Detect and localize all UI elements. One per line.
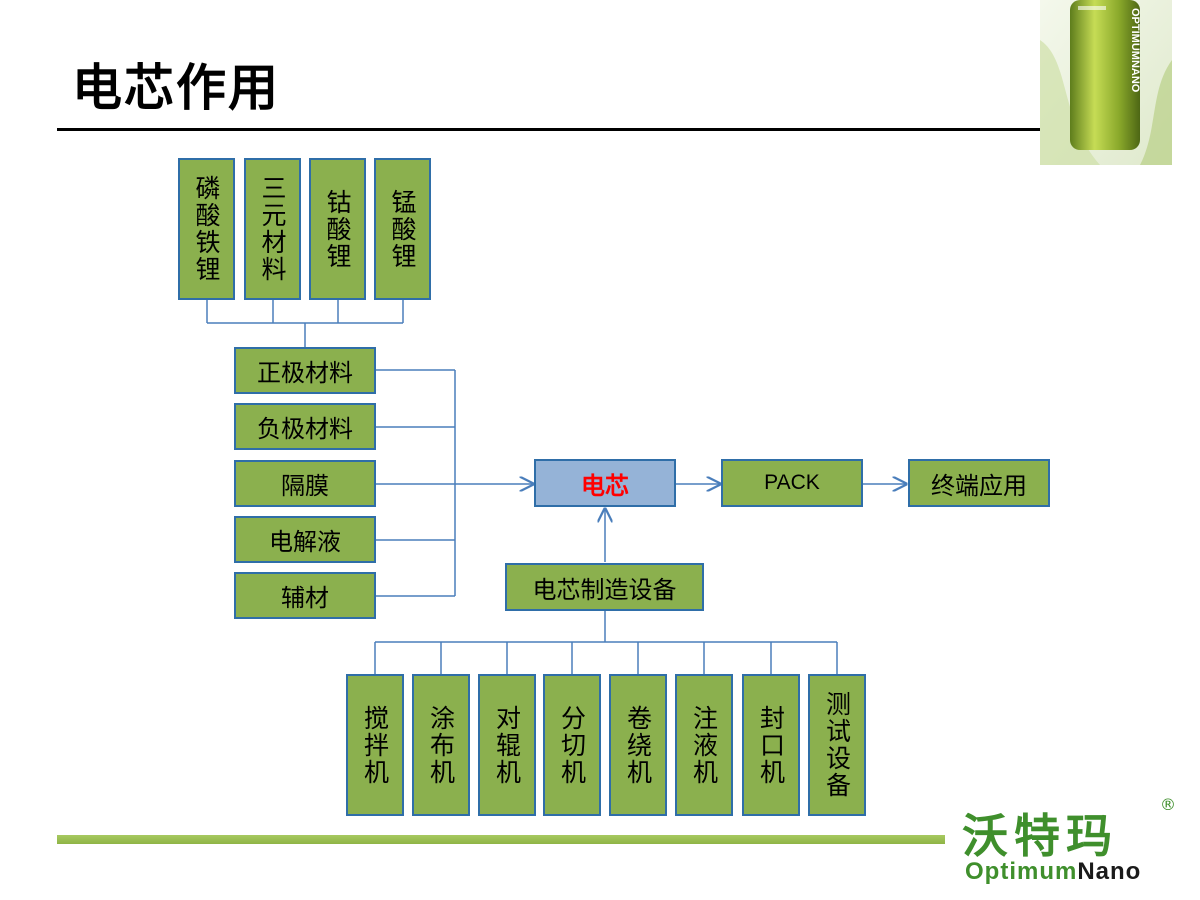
material-anode: 负极材料	[234, 403, 376, 450]
battery-image: OPTIMUMNANO	[1040, 0, 1172, 165]
equipment-winder: 卷绕机	[609, 674, 667, 816]
material-electrolyte: 电解液	[234, 516, 376, 563]
material-separator: 隔膜	[234, 460, 376, 507]
footer-divider	[57, 835, 945, 844]
company-logo-cn: 沃特玛	[962, 809, 1118, 863]
material-auxiliary: 辅材	[234, 572, 376, 619]
cathode-type-lmo: 锰酸锂	[374, 158, 431, 300]
company-logo-en: OptimumNano	[965, 858, 1141, 886]
pack-box: PACK	[721, 459, 863, 507]
registered-mark: ®	[1160, 795, 1176, 814]
cell-core-box: 电芯	[534, 459, 676, 507]
title-divider	[57, 128, 1142, 131]
cell-equipment-box: 电芯制造设备	[505, 563, 704, 611]
cathode-type-lfp: 磷酸铁锂	[178, 158, 235, 300]
equipment-mixer: 搅拌机	[346, 674, 404, 816]
page-title: 电芯作用	[72, 59, 280, 117]
svg-text:OPTIMUMNANO: OPTIMUMNANO	[1129, 8, 1141, 93]
logo-en-part1: Optimum	[965, 858, 1078, 885]
equipment-filler: 注液机	[675, 674, 733, 816]
equipment-roller-press: 对辊机	[478, 674, 536, 816]
material-cathode: 正极材料	[234, 347, 376, 394]
end-application-box: 终端应用	[908, 459, 1050, 507]
equipment-sealer: 封口机	[742, 674, 800, 816]
cathode-type-ternary: 三元材料	[244, 158, 301, 300]
logo-en-part2: Nano	[1077, 858, 1142, 885]
equipment-slitter: 分切机	[543, 674, 601, 816]
equipment-tester: 测试设备	[808, 674, 866, 816]
cathode-type-lco: 钴酸锂	[309, 158, 366, 300]
equipment-coater: 涂布机	[412, 674, 470, 816]
